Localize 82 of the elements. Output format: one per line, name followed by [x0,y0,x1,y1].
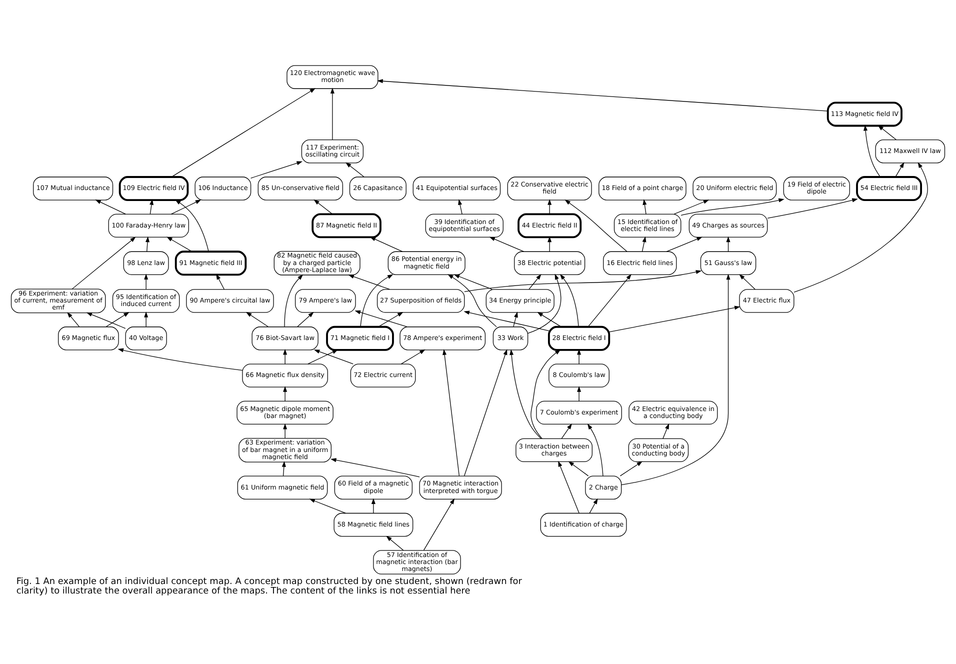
arrow [608,306,740,332]
arrow [548,199,552,214]
arrow [726,236,730,252]
arrow [166,236,192,252]
arrow [118,348,243,371]
arrow [144,312,148,328]
arrow [370,236,403,252]
arrow [106,312,130,328]
arrow [150,199,154,214]
arrow [377,79,828,112]
arrow [548,236,552,252]
arrow [560,274,579,328]
arrow [513,312,518,328]
arrow [144,274,148,290]
arrow [174,200,209,252]
arrow [146,236,150,252]
arrow [642,199,647,214]
arrow [386,536,404,551]
arrow [767,198,858,219]
arrow [589,498,598,514]
arrow [568,461,589,476]
arrow [864,124,880,178]
arrow [216,274,225,290]
arrow [878,125,897,140]
arrow [314,350,354,364]
arrow [72,236,136,290]
arrow [400,349,426,364]
arrow [330,458,420,478]
arrow [577,386,582,402]
arrow [510,349,542,439]
arrow [283,386,288,402]
arrow [895,162,904,178]
arrow [246,312,269,328]
arrow [67,312,80,328]
arrow [346,162,364,178]
arrow [621,274,730,486]
arrow [250,161,303,178]
arrow [564,200,628,252]
arrow [587,424,604,476]
arrow [739,274,756,290]
arrow [680,198,784,216]
caption: Fig. 1 An example of an individual concept map. A concept map constructed by one student, shown (redrawn for clarity) to illustrate the overall appearance of the maps. The content of the links is not essential here [16,576,522,596]
arrow [537,312,562,328]
arrow [558,460,580,514]
arrow [86,312,126,329]
arrow [297,312,314,328]
arrow [354,310,408,328]
arrow [309,498,346,514]
arrow [378,312,404,328]
arrow [171,200,202,214]
arrow [360,274,394,328]
arrow [530,349,561,439]
arrow [442,349,460,476]
arrow [371,498,376,514]
arrow [464,310,550,332]
arrow [171,88,316,178]
arrow [489,236,524,252]
arrow [528,274,542,290]
arrow [454,274,492,290]
arrow [308,350,338,364]
arrow [348,274,390,290]
arrow [464,349,508,476]
arrow [528,274,562,334]
arrow [662,423,670,439]
arrow [284,274,304,328]
arrow [666,236,702,252]
arrow [642,236,646,252]
arrow [283,348,288,364]
arrow [330,88,334,140]
arrow [458,199,462,214]
arrow [282,461,286,476]
arrow [423,498,455,550]
arrow [620,461,643,476]
arrow [448,274,497,328]
arrow [588,274,632,328]
arrow [314,199,333,214]
arrow [674,200,710,214]
arrow [577,348,582,364]
arrow [464,270,702,292]
arrow [283,424,288,439]
arrow [794,162,928,292]
arrow [561,424,572,439]
